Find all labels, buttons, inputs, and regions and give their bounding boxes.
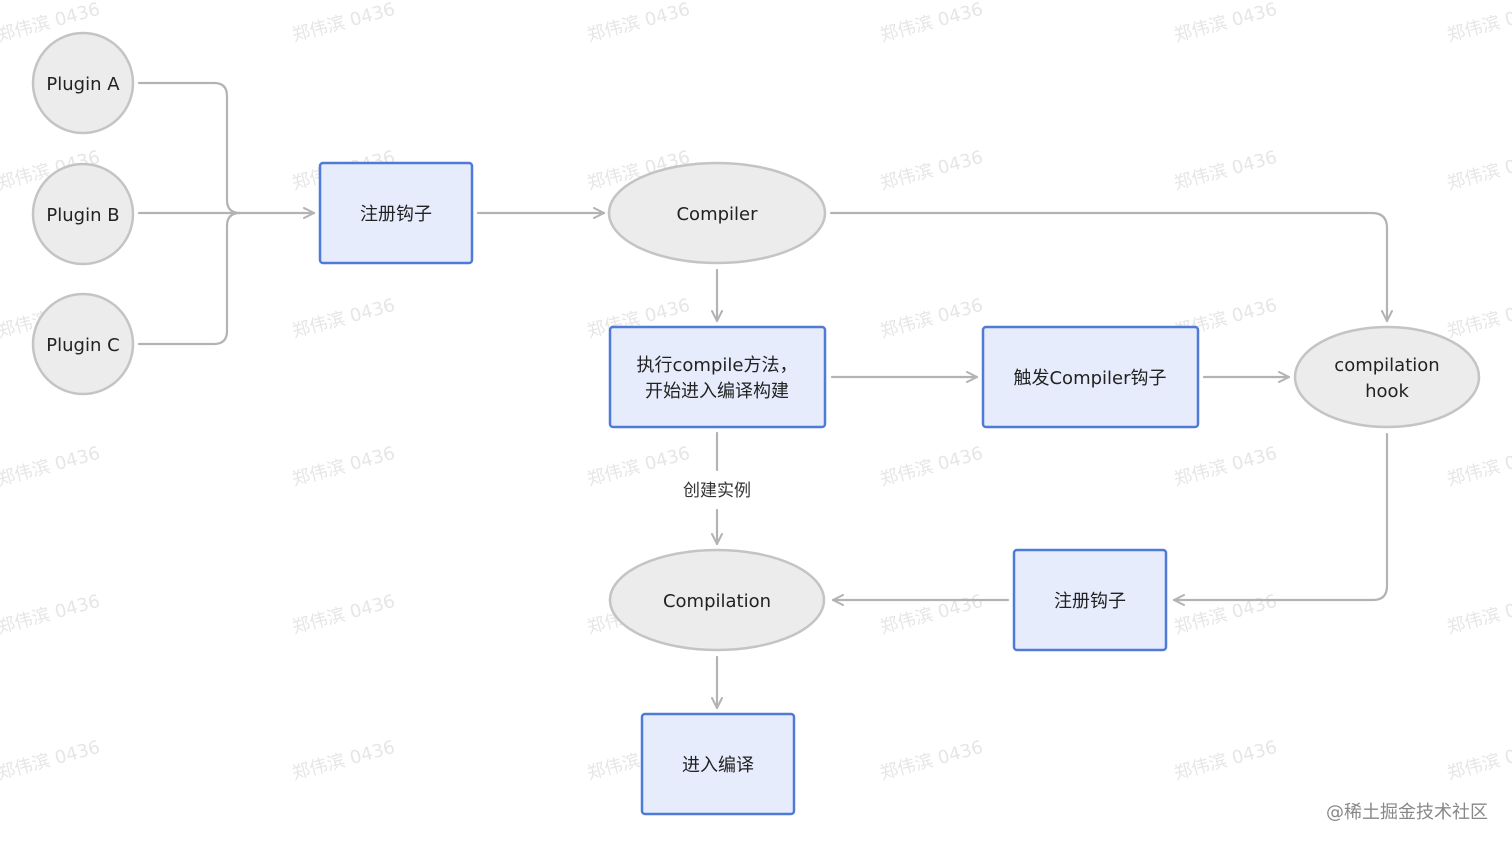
enter-compile-label: 进入编译 (682, 755, 754, 776)
edges (137, 81, 1393, 710)
register-hook-box-1: 注册钩子 (318, 161, 474, 265)
watermark-text: 郑伟滨 0436 (1172, 591, 1279, 639)
footer-credit: @稀土掘金技术社区 (1326, 802, 1488, 823)
edge-plugin-a-to-bus (137, 81, 242, 215)
watermark-text: 郑伟滨 0436 (878, 0, 985, 46)
watermark-text: 郑伟滨 0436 (878, 147, 985, 195)
register-hook-box-2: 注册钩子 (1012, 548, 1168, 652)
watermark-text: 郑伟滨 0436 (878, 443, 985, 491)
watermark-text: 郑伟滨 0436 (1445, 295, 1512, 343)
watermark-text: 郑伟滨 0436 (0, 591, 102, 639)
watermark-text: 郑伟滨 0436 (878, 737, 985, 785)
trigger-compiler-hook-box: 触发Compiler钩子 (981, 325, 1200, 429)
watermark-text: 郑伟滨 0436 (1445, 443, 1512, 491)
watermark-text: 郑伟滨 0436 (1445, 591, 1512, 639)
plugin-c-label: Plugin C (46, 335, 119, 356)
compilation-label: Compilation (663, 591, 771, 612)
watermark-text: 郑伟滨 0436 (585, 0, 692, 46)
edge-plugin-c-to-bus (137, 211, 242, 346)
compilation-hook-label-line2: hook (1365, 381, 1409, 402)
edge-label-create-instance: 创建实例 (683, 481, 751, 501)
watermark-text: 郑伟滨 0436 (290, 295, 397, 343)
register-hook-label-1: 注册钩子 (360, 204, 432, 225)
watermark-text: 郑伟滨 0436 (290, 443, 397, 491)
watermark-text: 郑伟滨 0436 (1445, 147, 1512, 195)
register-hook-label-2: 注册钩子 (1054, 591, 1126, 612)
watermark-text: 郑伟滨 0436 (0, 443, 102, 491)
plugin-a-node: Plugin A (31, 31, 135, 135)
edge-compilation-hook-to-register-hook (1172, 432, 1389, 606)
execute-compile-label-line2: 开始进入编译构建 (645, 381, 789, 402)
plugin-b-label: Plugin B (46, 205, 119, 226)
watermark-text: 郑伟滨 0436 (1172, 0, 1279, 46)
watermark-text: 郑伟滨 0436 (0, 737, 102, 785)
watermark-text: 郑伟滨 0436 (1445, 737, 1512, 785)
compilation-node: Compilation (608, 548, 826, 652)
compilation-hook-node: compilation hook (1293, 325, 1481, 429)
edge-compiler-to-compilation-hook (829, 211, 1393, 323)
execute-compile-label-line1: 执行compile方法， (637, 355, 798, 376)
watermark-text: 郑伟滨 0436 (290, 0, 397, 46)
plugin-a-label: Plugin A (46, 74, 120, 95)
watermark-text: 郑伟滨 0436 (1172, 147, 1279, 195)
watermark-text: 郑伟滨 0436 (585, 443, 692, 491)
plugin-b-node: Plugin B (31, 162, 135, 266)
watermark-text: 郑伟滨 0436 (878, 591, 985, 639)
watermark-text: 郑伟滨 0436 (290, 591, 397, 639)
execute-compile-box: 执行compile方法， 开始进入编译构建 (608, 325, 827, 429)
watermark-text: 郑伟滨 0436 (1172, 737, 1279, 785)
compiler-node: Compiler (607, 161, 827, 265)
compilation-hook-label-line1: compilation (1334, 355, 1439, 376)
watermark-text: 郑伟滨 0436 (878, 295, 985, 343)
plugin-c-node: Plugin C (31, 292, 135, 396)
watermark-text: 郑伟滨 0436 (290, 737, 397, 785)
watermark-text: 郑伟滨 0436 (1172, 443, 1279, 491)
trigger-compiler-hook-label: 触发Compiler钩子 (1013, 368, 1166, 389)
compiler-label: Compiler (676, 204, 758, 225)
watermark-text: 郑伟滨 0436 (1445, 0, 1512, 46)
enter-compile-box: 进入编译 (640, 712, 796, 816)
